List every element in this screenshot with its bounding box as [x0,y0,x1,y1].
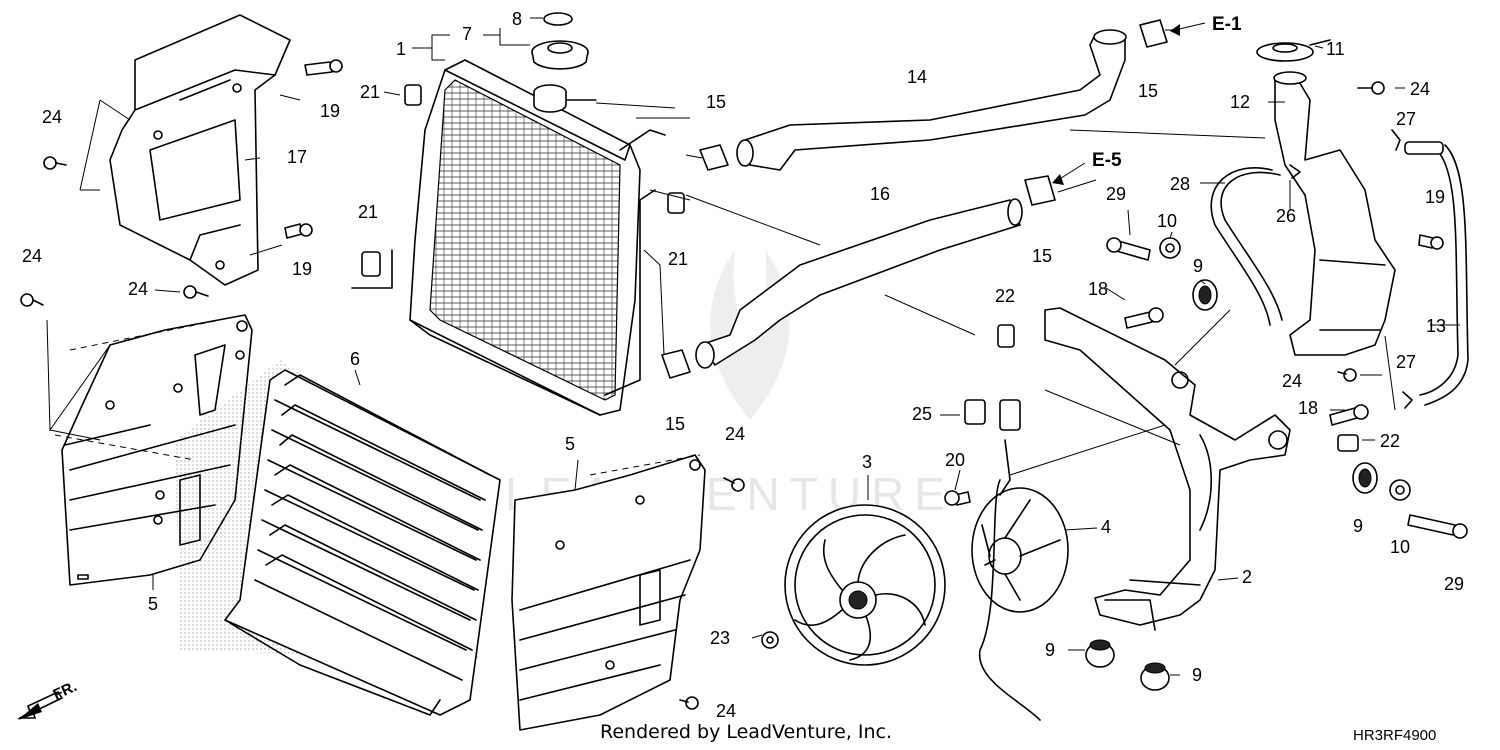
callout-21-a: 21 [360,82,380,102]
callout-18-b: 18 [1298,398,1318,418]
part-7-radiator-cap [531,40,589,70]
callout-27-a: 27 [1396,109,1416,129]
reference-e5-label: E-5 [1092,150,1122,171]
leader-lines [46,17,1460,676]
callout-24-f: 24 [725,424,745,444]
reference-e1: E-1 [1170,14,1242,36]
part-16-lower-hose [695,198,1023,369]
callout-8: 8 [512,9,522,29]
callout-12: 12 [1230,92,1250,112]
part-6-louver-grille [175,360,501,716]
diagram-code: HR3RF4900 [1353,727,1436,744]
callout-11: 11 [1326,39,1345,59]
callout-6: 6 [350,349,360,369]
callout-9-b: 9 [1353,516,1363,536]
callout-1: 1 [396,39,406,59]
callout-2: 2 [1242,567,1252,587]
reference-e5: E-5 [1052,150,1122,185]
part-4-fan-motor [971,399,1069,721]
part-13-hose [1404,141,1469,406]
callout-19-a: 19 [320,101,340,121]
part-14-upper-hose [736,29,1127,171]
callout-15-a: 15 [706,92,726,112]
rendered-by-text: Rendered by LeadVenture, Inc. [600,721,892,743]
reference-e1-label: E-1 [1212,14,1242,35]
part-12-reserve-tank [1273,71,1396,356]
callout-5-right: 5 [565,434,575,454]
callout-21-b: 21 [358,202,378,222]
callouts: 1 2 3 4 5 5 6 7 8 9 9 9 9 10 10 11 12 13… [22,9,1464,721]
callout-15-b: 15 [665,414,685,434]
callout-24-a: 24 [42,107,62,127]
part-17-upper-cover [109,14,291,286]
callout-22-b: 22 [1380,431,1400,451]
callout-25: 25 [912,404,932,424]
callout-18-a: 18 [1088,279,1108,299]
part-1-radiator [409,59,666,416]
callout-28: 28 [1170,174,1190,194]
callout-9-d: 9 [1192,665,1202,685]
callout-24-c: 24 [128,279,148,299]
part-8-o-ring [543,12,573,26]
callout-16: 16 [870,184,890,204]
front-direction-label: FR. [51,678,80,704]
callout-15-c: 15 [1032,246,1052,266]
callout-7: 7 [462,24,472,44]
callout-14: 14 [907,67,927,87]
callout-23: 23 [710,628,730,648]
callout-24-g: 24 [716,701,736,721]
callout-15-d: 15 [1138,81,1158,101]
callout-20: 20 [945,450,965,470]
callout-10-b: 10 [1390,537,1410,557]
part-11-tank-cap [1256,39,1331,62]
callout-19-c: 19 [1425,187,1445,207]
callout-10-a: 10 [1157,211,1177,231]
callout-17: 17 [287,147,307,167]
callout-13: 13 [1426,316,1446,336]
callout-29-b: 29 [1444,574,1464,594]
callout-24-d: 24 [1410,79,1430,99]
callout-21-c: 21 [668,249,688,269]
part-2-bracket [1044,307,1291,631]
callout-22-a: 22 [995,286,1015,306]
callout-9-a: 9 [1193,256,1203,276]
part-28-hose [1210,167,1283,326]
callout-29-a: 29 [1106,184,1126,204]
fasteners [20,59,1468,710]
callout-5-left: 5 [148,594,158,614]
front-direction-indicator: FR. [17,678,80,720]
callout-24-e: 24 [1282,371,1302,391]
callout-24-b: 24 [22,246,42,266]
callout-9-c: 9 [1045,640,1055,660]
callout-3: 3 [862,452,872,472]
callout-4: 4 [1101,517,1111,537]
callout-26: 26 [1276,206,1296,226]
callout-27-b: 27 [1396,352,1416,372]
part-15-clamps [661,19,1168,379]
part-3-fan [784,504,946,666]
part-5-right-shroud [511,454,706,731]
callout-19-b: 19 [292,259,312,279]
